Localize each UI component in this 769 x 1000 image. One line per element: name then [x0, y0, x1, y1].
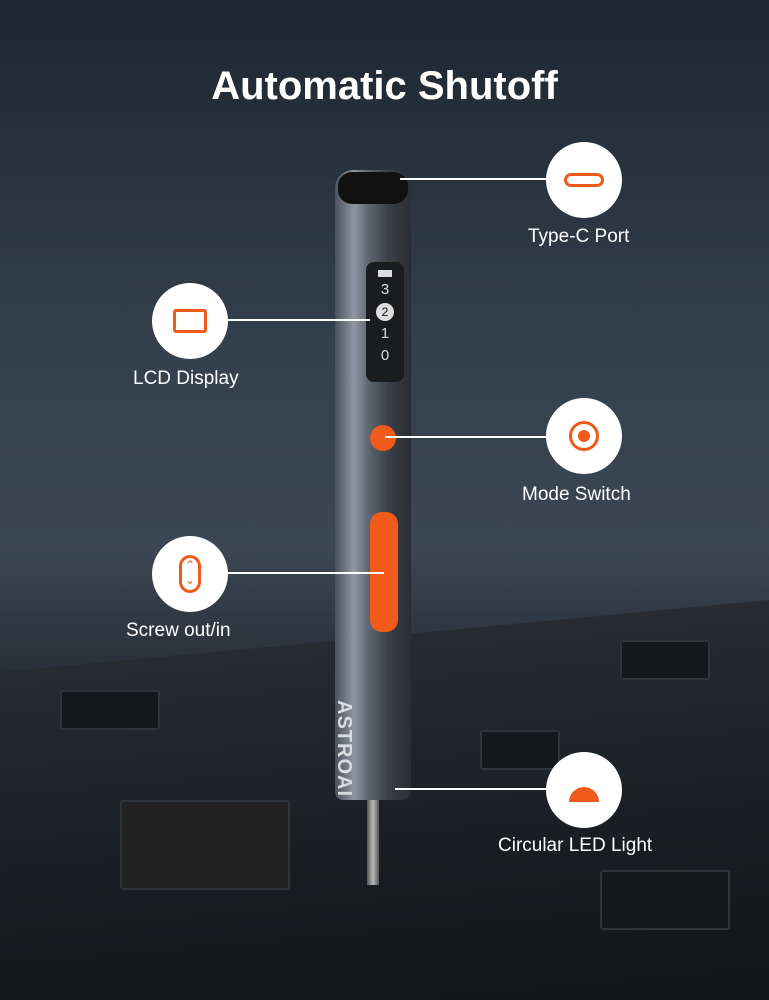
- callout-line: [395, 788, 547, 790]
- callout-line: [228, 572, 384, 574]
- callout-line: [385, 436, 547, 438]
- circuit-chip: [60, 690, 160, 730]
- callout-line: [400, 178, 550, 180]
- lamp-glyph: [569, 786, 599, 802]
- screwdriver-bit: [367, 800, 379, 885]
- level-0: 0: [380, 347, 390, 364]
- usb-c-port-glyph: [564, 173, 604, 187]
- brand-logo: ASTROAI: [333, 700, 355, 797]
- level-2: 2: [376, 303, 394, 321]
- monitor-icon: [152, 283, 228, 359]
- target-button-icon: [546, 398, 622, 474]
- lcd-display: 3 2 1 0: [366, 262, 404, 382]
- callout-label-lcd: LCD Display: [133, 368, 239, 389]
- mode-switch-button: [370, 425, 396, 451]
- callout-line: [228, 319, 370, 321]
- callout-label-type-c: Type-C Port: [528, 226, 630, 247]
- circuit-chip: [120, 800, 290, 890]
- level-3: 3: [380, 281, 390, 298]
- circuit-chip: [600, 870, 730, 930]
- page-title: Automatic Shutoff: [211, 64, 558, 108]
- usb-c-cap: [338, 172, 408, 204]
- callout-label-mode: Mode Switch: [522, 484, 631, 505]
- callout-label-screw: Screw out/in: [126, 620, 231, 641]
- up-down-arrows-glyph: ⌃⌄: [179, 555, 201, 593]
- usb-c-port-icon: [546, 142, 622, 218]
- callout-label-led: Circular LED Light: [498, 835, 653, 856]
- monitor-glyph: [173, 309, 207, 333]
- level-1: 1: [380, 325, 390, 342]
- circuit-chip: [480, 730, 560, 770]
- lamp-light-icon: [546, 752, 622, 828]
- circuit-chip: [620, 640, 710, 680]
- up-down-arrows-icon: ⌃⌄: [152, 536, 228, 612]
- target-ring-glyph: [569, 421, 599, 451]
- target-dot-glyph: [578, 430, 590, 442]
- battery-icon: [378, 270, 392, 277]
